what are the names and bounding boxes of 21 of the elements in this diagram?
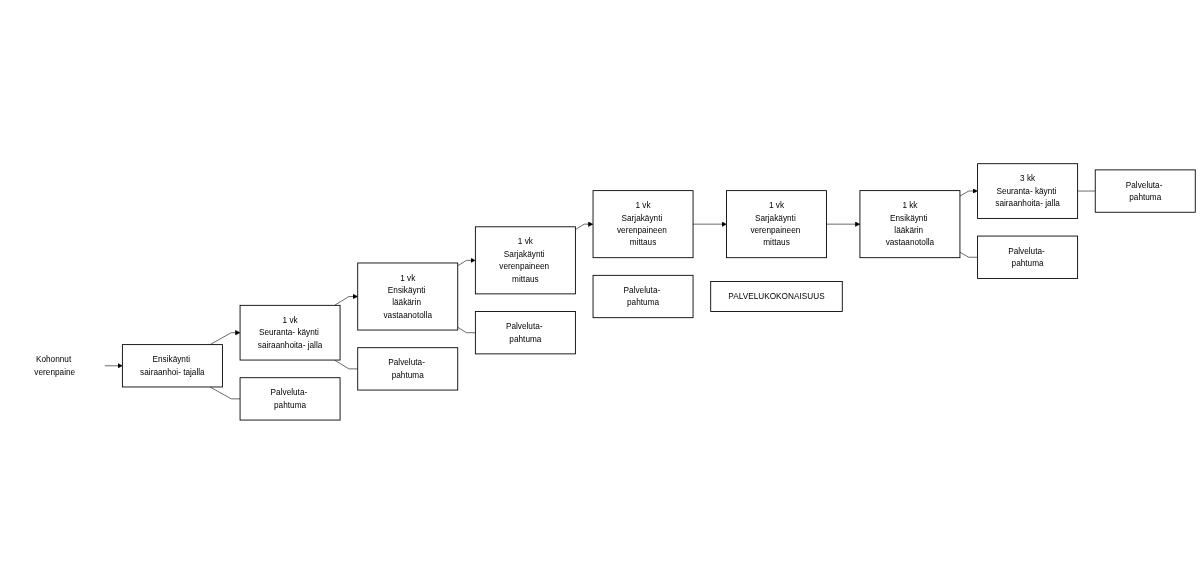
node-box: 1 vk Seuranta- käynti sairaanhoita- jalla bbox=[239, 304, 341, 361]
node-box: 1 vk Ensikäynti lääkärin vastaanotolla bbox=[357, 262, 459, 331]
node-box: 3 kk Seuranta- käynti sairaanhoita- jalla bbox=[977, 162, 1079, 219]
node-box: Ensikäynti sairaanhoi- tajalla bbox=[121, 343, 223, 387]
node-box: 1 vk Sarjakäynti verenpaineen mittaus bbox=[592, 189, 694, 258]
node-text: Kohonnut verenpaine bbox=[34, 354, 76, 376]
connector bbox=[457, 326, 476, 333]
connector bbox=[1077, 190, 1096, 191]
node-box: PALVELUKOKONAISUUS bbox=[710, 280, 843, 312]
connector bbox=[334, 359, 358, 369]
node-box: 1 vk Sarjakäynti verenpaineen mittaus bbox=[474, 225, 576, 294]
node-box: Palveluta- pahtuma bbox=[474, 310, 576, 354]
node-box: 1 kk Ensikäynti lääkärin vastaanotolla bbox=[859, 189, 961, 258]
node-box: 1 vk Sarjakäynti verenpaineen mittaus bbox=[726, 189, 827, 258]
node-box: Palveluta- pahtuma bbox=[1094, 169, 1196, 213]
connector bbox=[209, 386, 241, 399]
node-box: Palveluta- pahtuma bbox=[977, 235, 1079, 279]
node-box: Palveluta- pahtuma bbox=[239, 376, 341, 421]
node-box: Palveluta- pahtuma bbox=[592, 274, 694, 318]
node-box: Palveluta- pahtuma bbox=[357, 346, 459, 391]
connector bbox=[959, 251, 978, 258]
